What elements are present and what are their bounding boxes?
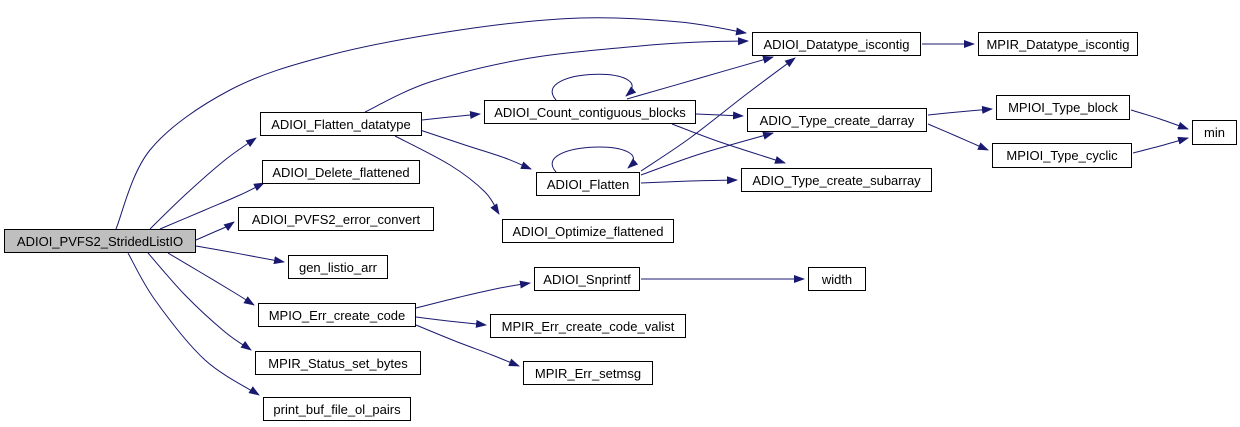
node-count_contiguous[interactable]: ADIOI_Count_contiguous_blocks: [484, 100, 696, 124]
edge-root-to-mpio_err_create_code: [167, 252, 255, 306]
edge-root-to-pvfs2_error_convert: [195, 221, 235, 241]
edge-flatten_datatype-to-flatten: [419, 129, 532, 170]
edge-mpio_err_create_code-to-err_create_code_valist: [415, 316, 487, 328]
node-label-min: min: [1204, 125, 1225, 140]
edge-root-to-print_buf_file_ol_pairs: [127, 252, 260, 396]
edge-flatten-to-type_create_subarray: [640, 176, 738, 185]
node-datatype_iscontig[interactable]: ADIOI_Datatype_iscontig: [752, 32, 921, 56]
edge-root-to-delete_flattened: [159, 182, 265, 230]
node-root[interactable]: ADIOI_PVFS2_StridedListIO: [4, 229, 196, 253]
node-label-err_setmsg: MPIR_Err_setmsg: [534, 365, 642, 381]
edge-count_contiguous-to-type_create_subarray: [671, 123, 786, 164]
node-mpio_err_create_code[interactable]: MPIO_Err_create_code: [258, 303, 416, 327]
node-err_create_code_valist[interactable]: MPIR_Err_create_code_valist: [490, 314, 686, 338]
edge-type_cyclic-to-min: [1132, 136, 1189, 154]
node-label-mpir_datatype_iscontig: MPIR_Datatype_iscontig: [986, 36, 1130, 52]
node-label-err_create_code_valist: MPIR_Err_create_code_valist: [501, 318, 675, 334]
edge-type_create_darray-to-type_block: [927, 105, 993, 116]
node-label-count_contiguous: ADIOI_Count_contiguous_blocks: [494, 104, 686, 120]
node-label-type_create_darray: ADIO_Type_create_darray: [759, 112, 915, 128]
node-delete_flattened[interactable]: ADIOI_Delete_flattened: [262, 160, 420, 184]
edge-flatten-to-type_create_darray: [640, 131, 774, 176]
node-mpir_datatype_iscontig[interactable]: MPIR_Datatype_iscontig: [978, 32, 1138, 56]
node-label-pvfs2_error_convert: ADIOI_PVFS2_error_convert: [251, 211, 421, 227]
node-flatten_datatype[interactable]: ADIOI_Flatten_datatype: [260, 112, 422, 136]
node-min[interactable]: min: [1192, 120, 1237, 145]
node-width[interactable]: width: [808, 267, 866, 291]
node-label-snprintf: ADIOI_Snprintf: [543, 271, 631, 287]
edge-mpio_err_create_code-to-snprintf: [415, 280, 531, 309]
node-gen_listio_arr[interactable]: gen_listio_arr: [288, 255, 388, 279]
node-type_create_darray[interactable]: ADIO_Type_create_darray: [747, 108, 927, 132]
node-err_setmsg[interactable]: MPIR_Err_setmsg: [523, 361, 653, 385]
node-type_create_subarray[interactable]: ADIO_Type_create_subarray: [741, 168, 932, 192]
edge-root-to-flatten_datatype: [149, 137, 257, 230]
node-label-flatten: ADIOI_Flatten: [546, 176, 630, 192]
node-label-mpio_err_create_code: MPIO_Err_create_code: [268, 307, 406, 323]
edge-flatten_datatype-to-count_contiguous: [421, 111, 481, 121]
node-label-mpir_status_set_bytes: MPIR_Status_set_bytes: [268, 355, 408, 371]
node-snprintf[interactable]: ADIOI_Snprintf: [534, 267, 640, 291]
edge-flatten-to-flatten-self: [551, 146, 639, 173]
edge-flatten_datatype-to-datatype_iscontig: [364, 37, 749, 113]
node-label-print_buf_file_ol_pairs: print_buf_file_ol_pairs: [273, 401, 401, 417]
node-label-flatten_datatype: ADIOI_Flatten_datatype: [271, 116, 411, 132]
node-label-delete_flattened: ADIOI_Delete_flattened: [272, 164, 410, 180]
edge-root-to-mpir_status_set_bytes: [147, 252, 252, 351]
node-label-type_cyclic: MPIOI_Type_cyclic: [1006, 148, 1118, 163]
edge-mpio_err_create_code-to-err_setmsg: [415, 324, 520, 367]
edge-root-to-gen_listio_arr: [195, 245, 285, 265]
node-label-gen_listio_arr: gen_listio_arr: [298, 259, 378, 275]
edge-flatten-to-datatype_iscontig: [640, 57, 796, 172]
edge-root-to-datatype_iscontig: [115, 17, 747, 230]
edge-type_create_darray-to-type_cyclic: [927, 123, 989, 151]
node-flatten[interactable]: ADIOI_Flatten: [536, 172, 640, 196]
node-type_cyclic[interactable]: MPIOI_Type_cyclic: [992, 143, 1132, 168]
node-mpir_status_set_bytes[interactable]: MPIR_Status_set_bytes: [255, 351, 421, 375]
node-optimize_flattened[interactable]: ADIOI_Optimize_flattened: [502, 219, 674, 243]
node-label-type_block: MPIOI_Type_block: [1008, 100, 1118, 115]
node-label-type_create_subarray: ADIO_Type_create_subarray: [752, 172, 921, 188]
node-print_buf_file_ol_pairs[interactable]: print_buf_file_ol_pairs: [263, 397, 411, 421]
edge-count_contiguous-to-count_contiguous-self: [551, 73, 637, 101]
edge-type_block-to-min: [1130, 109, 1189, 130]
edge-flatten_datatype-to-optimize_flattened: [394, 135, 500, 215]
node-pvfs2_error_convert[interactable]: ADIOI_PVFS2_error_convert: [238, 207, 434, 231]
node-label-width: width: [821, 271, 853, 287]
node-type_block[interactable]: MPIOI_Type_block: [996, 95, 1130, 120]
node-label-root: ADIOI_PVFS2_StridedListIO: [16, 233, 184, 249]
edge-count_contiguous-to-datatype_iscontig: [626, 55, 774, 100]
node-label-datatype_iscontig: ADIOI_Datatype_iscontig: [763, 36, 910, 52]
node-label-optimize_flattened: ADIOI_Optimize_flattened: [512, 223, 664, 239]
